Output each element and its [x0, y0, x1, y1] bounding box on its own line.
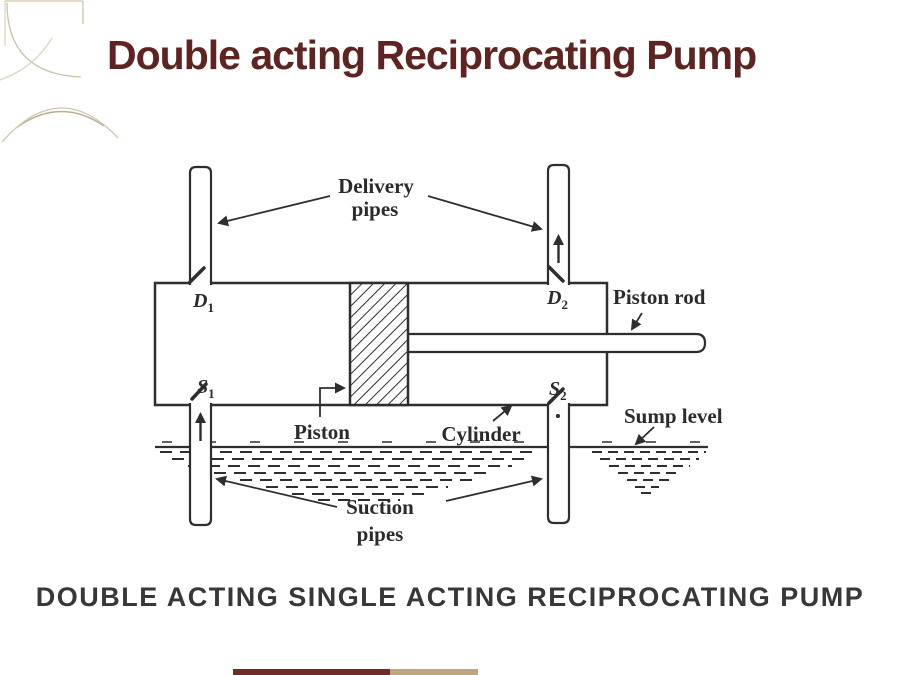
label-d2: D2 — [546, 287, 568, 312]
valve-s1-flap — [190, 382, 208, 401]
label-delivery-pipes-line1: Delivery — [338, 174, 414, 198]
corner-ornament — [0, 0, 119, 143]
figure-caption: DOUBLE ACTING SINGLE ACTING RECIPROCATIN… — [35, 582, 865, 612]
label-suction-pipes-line2: pipes — [357, 522, 404, 546]
piston-rod-shape — [406, 332, 707, 354]
bottom-bar-tan-segment — [390, 669, 478, 675]
arrow-delivery-left — [217, 195, 331, 227]
arrow-suction-left — [215, 475, 338, 508]
bottom-bar-maroon-segment — [233, 669, 390, 675]
pump-diagram: Delivery pipes D1 D2 S1 S2 Piston rod Pi… — [153, 163, 723, 546]
annotation-arrows — [215, 195, 655, 508]
valve-s2-flap — [547, 387, 565, 405]
label-sump-level: Sump level — [624, 404, 723, 428]
label-s1: S1 — [197, 376, 215, 401]
arrow-delivery-right — [427, 195, 543, 232]
label-piston: Piston — [294, 420, 350, 444]
arrow-sump-level — [634, 426, 655, 446]
arrow-suction-right — [445, 475, 543, 502]
arrow-piston-leader — [319, 382, 346, 417]
slide-title: Double acting Reciprocating Pump — [107, 32, 757, 78]
sump-water — [155, 441, 708, 501]
label-s2: S2 — [549, 378, 567, 403]
label-d1: D1 — [192, 290, 214, 315]
suction-pipe-right — [546, 403, 571, 525]
arrow-piston-rod — [630, 312, 643, 331]
valve-d2-flap — [547, 265, 565, 283]
label-cylinder: Cylinder — [441, 422, 520, 446]
flow-arrows — [195, 234, 564, 441]
label-suction-pipes-line1: Suction — [346, 495, 414, 519]
delivery-pipe-left — [188, 165, 213, 285]
suction-pipe-left — [188, 403, 213, 527]
valve-flaps — [188, 265, 565, 405]
piston-shape — [348, 281, 410, 407]
delivery-pipe-right — [546, 163, 571, 285]
valve-d1-flap — [188, 266, 206, 284]
label-delivery-pipes-line2: pipes — [352, 197, 399, 221]
arrow-cylinder — [492, 404, 513, 422]
valve-s2-dot — [556, 414, 560, 418]
label-piston-rod: Piston rod — [613, 285, 706, 309]
